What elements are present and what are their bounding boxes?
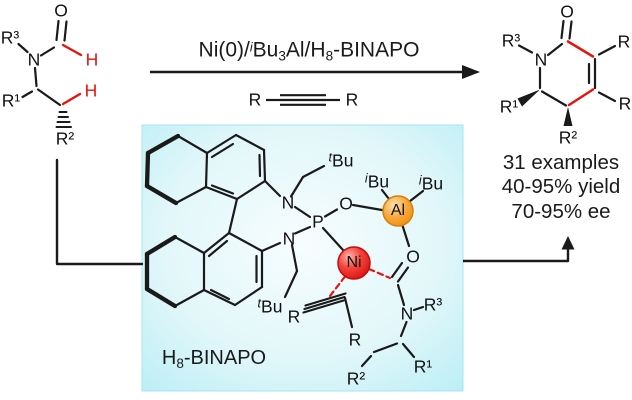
h8-binaphthyl-backbone [144,133,326,309]
box-substrate-r2-label: R² [346,368,366,389]
ibu-left-label: iBu [364,171,390,192]
product-structure [517,19,617,107]
product-n-label: N [534,49,548,70]
ni-sphere [337,246,371,280]
catalyst-o-bridge-label: O [339,193,353,214]
tbu-lower-label: tBu [257,296,283,317]
product-r2-label: R² [558,127,578,148]
catalyst-n-lower-label: N [282,228,296,249]
ibu-left-bu: Bu [367,171,390,192]
conditions-part2: Al/H [285,38,326,62]
box-alkyne-r-right-label: R [348,329,362,350]
conditions-part3: -BINAPO [333,38,420,62]
substrate-formyl-h-label: H [85,49,99,70]
substrate-r1-label: R¹ [1,90,21,111]
box-to-results-connector [463,236,575,263]
substrate-methylene-h-label: H [84,80,98,101]
bound-substrate-and-alkyne [302,261,425,368]
hashed-wedge-bond [55,111,72,128]
substrate-structure [17,19,72,128]
reaction-arrow [150,65,480,79]
product-r1-label: R¹ [499,96,519,117]
al-label: Al [390,202,406,219]
reaction-conditions: Ni(0)/iBu3Al/H8-BINAPO [198,38,420,64]
results-ee: 70-95% ee [511,199,611,223]
substrate-r2-label: R² [55,128,75,149]
product-new-bonds-red [566,40,595,107]
box-substrate-r3-label: R³ [423,294,443,315]
wedge-bond-r1 [517,89,540,107]
p-o-al-ni-core-bonds [293,188,425,252]
box-alkyne-r-left-label: R [287,306,301,327]
results-yield: 40-95% yield [501,174,621,198]
conditions-subscript-8: 8 [325,48,334,64]
tbu-upper-label: tBu [328,150,354,171]
conditions-part1: Ni(0)/ [198,38,250,62]
substrate-o-label: O [54,0,68,21]
box-substrate-o-label: O [406,246,420,267]
product-r3-label: R³ [501,30,521,51]
box-substrate-r1-label: R¹ [413,356,433,377]
ligand-name-h: H [161,347,177,369]
substrate-red-ch-bonds [61,43,83,106]
al-sphere [382,195,414,227]
ligand-name-label: H8-BINAPO [161,347,267,371]
substrate-to-box-connector [55,158,144,266]
ligand-name-rest: -BINAPO [183,347,267,369]
box-substrate-n-label: N [400,303,414,324]
tbu-lower-sup-t: t [257,296,262,311]
tbu-lower-bu: Bu [261,296,283,317]
up-arrowhead [561,236,575,250]
ibu-right-sup-i: i [418,173,422,188]
ibu-right-label: iBu [418,173,444,194]
arrowhead [462,65,480,79]
product-o-label: O [560,1,574,22]
catalyst-p-label: P [312,211,324,232]
conditions-bu: Bu [252,38,279,62]
tbu-upper-sup-t: t [328,150,333,165]
catalyst-n-upper-label: N [281,192,295,213]
ni-coordination-dashed-bonds [328,267,392,298]
alkyne-r-left-label: R [248,89,262,110]
wedge-bond-r2 [563,107,573,126]
substrate-n-label: N [27,49,41,70]
catalyst-box-background [141,124,464,392]
alkyne-structure [266,94,340,106]
ibu-right-bu: Bu [421,173,444,194]
ibu-left-sup-i: i [364,171,368,186]
alkyne-r-right-label: R [345,89,359,110]
substrate-r3-label: R³ [0,27,20,48]
ni-label: Ni [346,254,362,271]
conditions-superscript-i: i [249,40,253,55]
product-r-bottom-label: R [618,93,632,114]
results-examples: 31 examples [502,150,620,174]
conditions-subscript-3: 3 [278,48,286,64]
tbu-upper-bu: Bu [332,150,354,171]
ligand-name-sub-8: 8 [176,356,184,371]
product-r-top-label: R [617,31,631,52]
